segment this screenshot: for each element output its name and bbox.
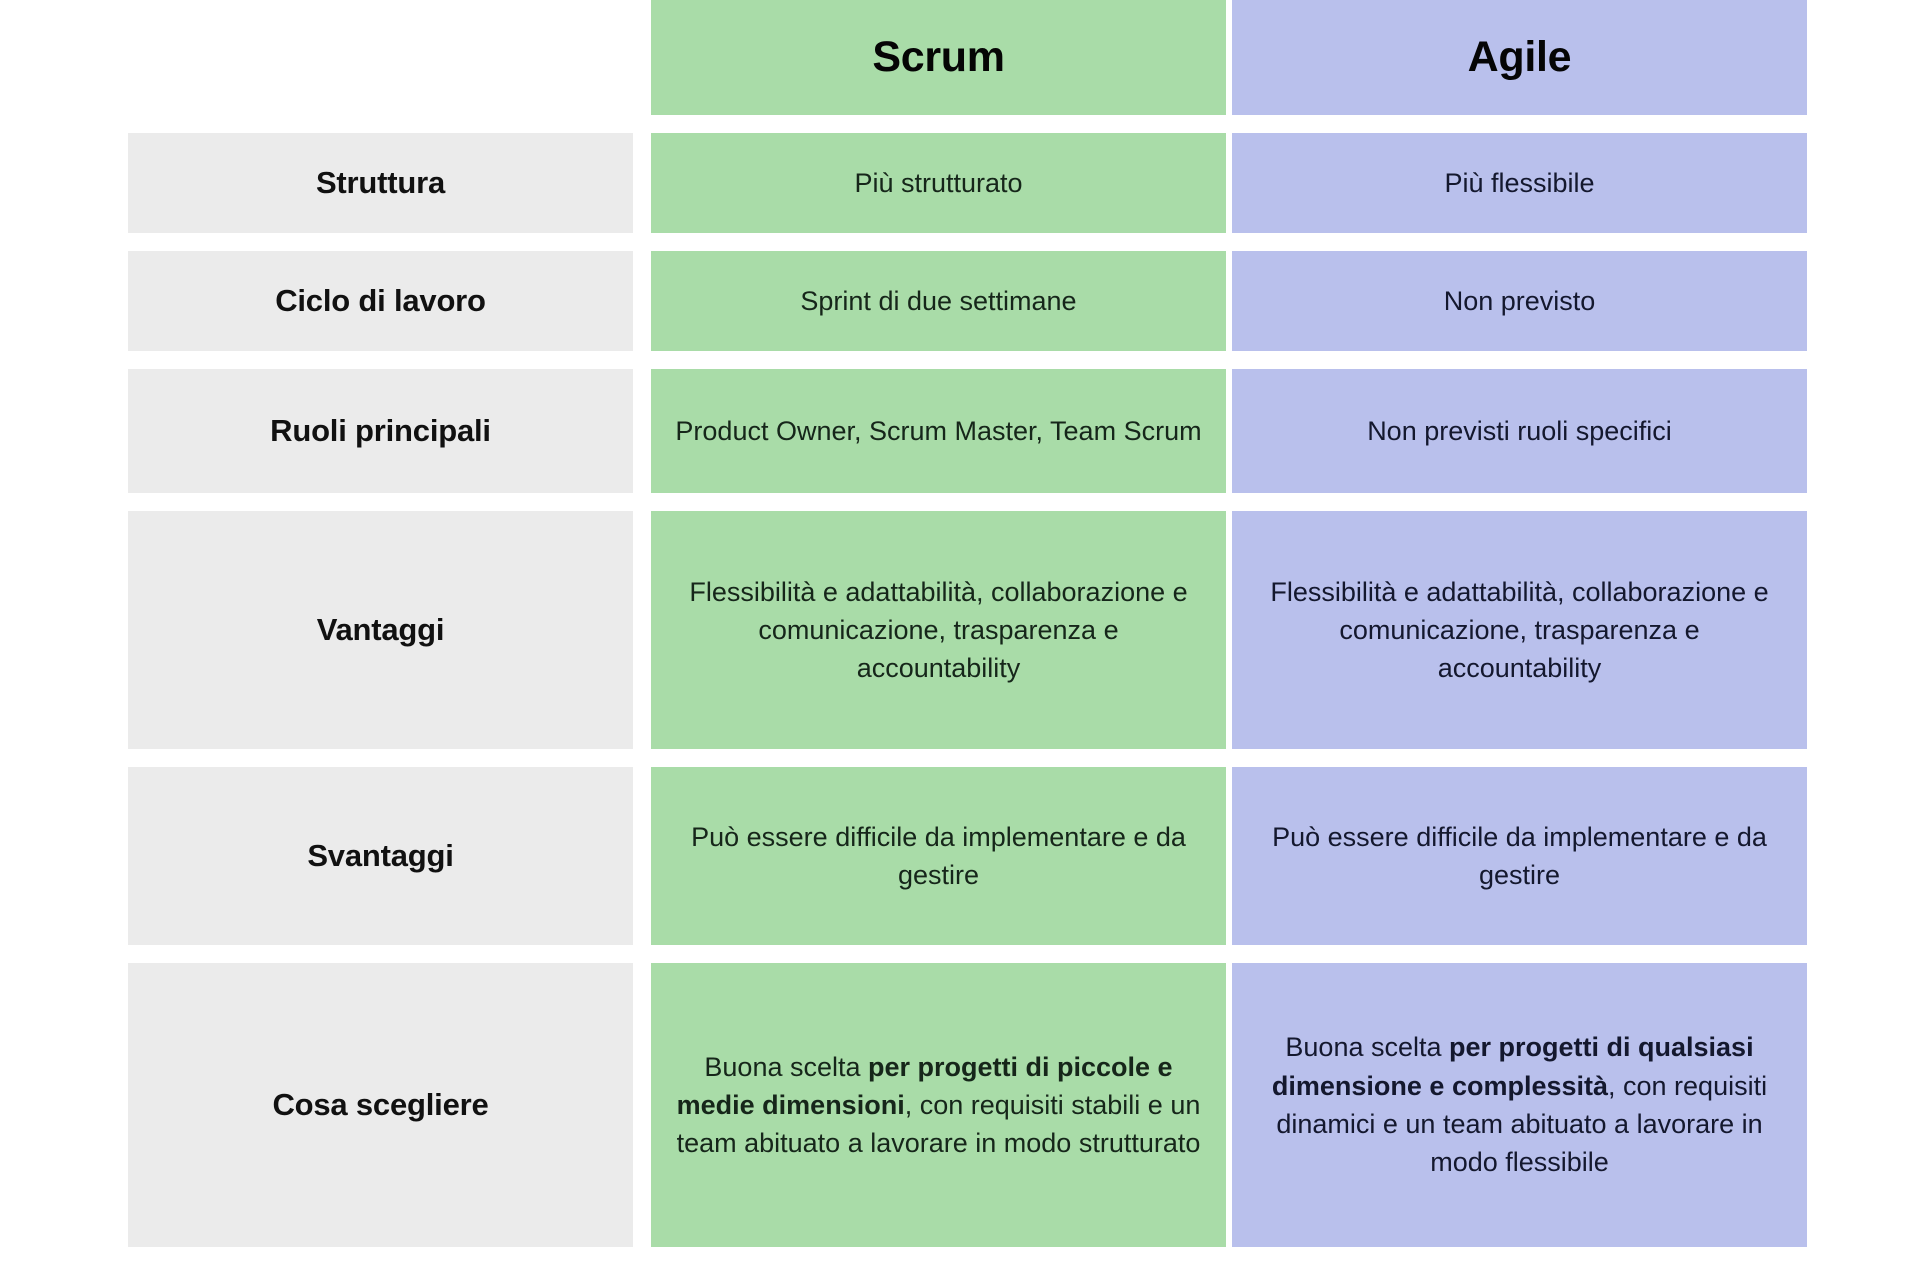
row-label-ruoli-principali: Ruoli principali bbox=[128, 369, 633, 493]
cell-vantaggi-scrum: Flessibilità e adattabilità, collaborazi… bbox=[651, 511, 1226, 749]
cell-svantaggi-agile: Può essere difficile da implementare e d… bbox=[1232, 767, 1807, 945]
cell-svantaggi-scrum: Può essere difficile da implementare e d… bbox=[651, 767, 1226, 945]
cell-struttura-scrum: Più strutturato bbox=[651, 133, 1226, 233]
left-margin-spacer bbox=[0, 511, 128, 749]
table-row: Svantaggi Può essere difficile da implem… bbox=[0, 767, 1920, 945]
row-label-struttura: Struttura bbox=[128, 133, 633, 233]
table-row: Vantaggi Flessibilità e adattabilità, co… bbox=[0, 511, 1920, 749]
rich-text: Buona scelta per progetti di qualsiasi d… bbox=[1271, 1032, 1768, 1178]
column-gap bbox=[633, 963, 651, 1247]
left-margin-spacer bbox=[0, 0, 128, 115]
cell-cosa-scegliere-scrum: Buona scelta per progetti di piccole e m… bbox=[651, 963, 1226, 1247]
left-margin-spacer bbox=[0, 767, 128, 945]
row-label-vantaggi: Vantaggi bbox=[128, 511, 633, 749]
cell-ciclo-agile: Non previsto bbox=[1232, 251, 1807, 351]
table-row: Ciclo di lavoro Sprint di due settimane … bbox=[0, 251, 1920, 351]
column-gap bbox=[633, 251, 651, 351]
cell-ciclo-scrum: Sprint di due settimane bbox=[651, 251, 1226, 351]
table-body: Scrum Agile Struttura Più strutturato Pi… bbox=[0, 0, 1920, 1247]
row-label-cosa-scegliere: Cosa scegliere bbox=[128, 963, 633, 1247]
header-agile: Agile bbox=[1232, 0, 1807, 115]
left-margin-spacer bbox=[0, 369, 128, 493]
row-label-ciclo-di-lavoro: Ciclo di lavoro bbox=[128, 251, 633, 351]
column-gap bbox=[633, 511, 651, 749]
cell-cosa-scegliere-agile: Buona scelta per progetti di qualsiasi d… bbox=[1232, 963, 1807, 1247]
left-margin-spacer bbox=[0, 133, 128, 233]
cell-ruoli-agile: Non previsti ruoli specifici bbox=[1232, 369, 1807, 493]
column-gap bbox=[633, 0, 651, 115]
left-margin-spacer bbox=[0, 963, 128, 1247]
header-corner-cell bbox=[128, 0, 633, 115]
table-header-row: Scrum Agile bbox=[0, 0, 1920, 115]
table-row: Struttura Più strutturato Più flessibile bbox=[0, 133, 1920, 233]
left-margin-spacer bbox=[0, 251, 128, 351]
cell-struttura-agile: Più flessibile bbox=[1232, 133, 1807, 233]
column-gap bbox=[633, 767, 651, 945]
table-row: Ruoli principali Product Owner, Scrum Ma… bbox=[0, 369, 1920, 493]
row-label-svantaggi: Svantaggi bbox=[128, 767, 633, 945]
header-scrum: Scrum bbox=[651, 0, 1226, 115]
rich-text: Buona scelta per progetti di piccole e m… bbox=[676, 1051, 1201, 1159]
cell-ruoli-scrum: Product Owner, Scrum Master, Team Scrum bbox=[651, 369, 1226, 493]
column-gap bbox=[633, 133, 651, 233]
cell-vantaggi-agile: Flessibilità e adattabilità, collaborazi… bbox=[1232, 511, 1807, 749]
column-gap bbox=[633, 369, 651, 493]
table-row: Cosa scegliere Buona scelta per progetti… bbox=[0, 963, 1920, 1247]
